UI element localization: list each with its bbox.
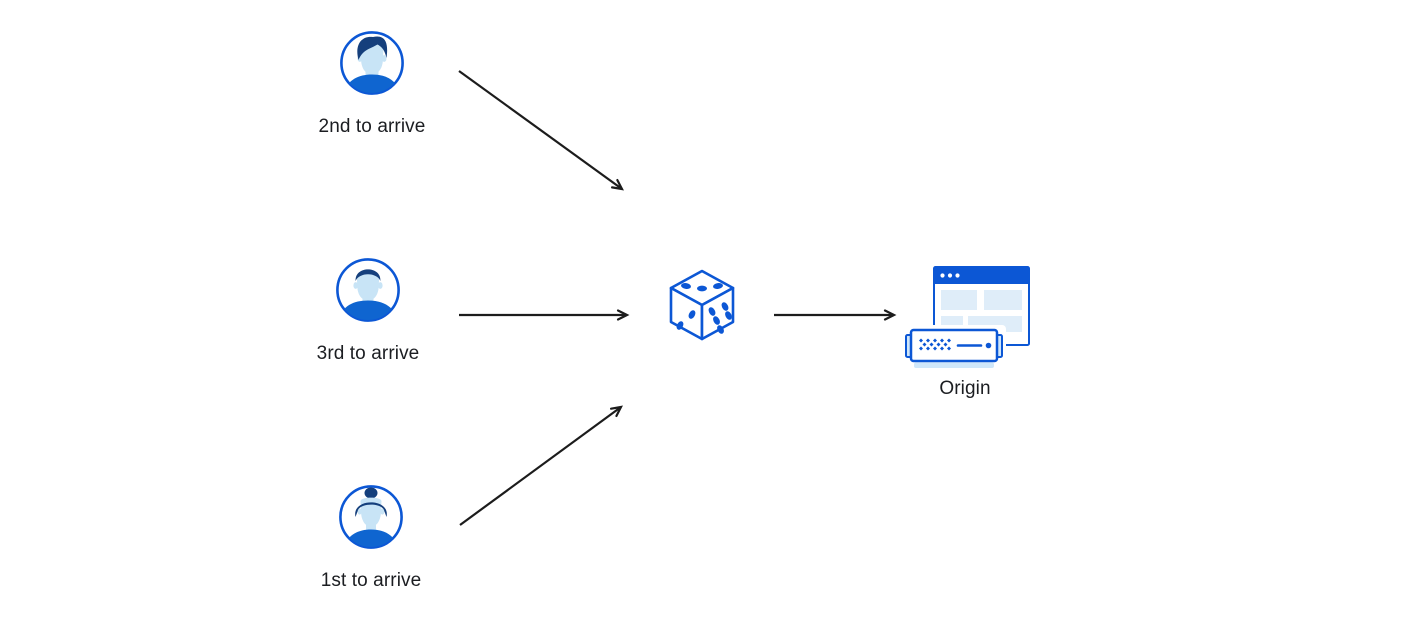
node-origin: Origin <box>895 260 1035 400</box>
avatar-man-short-hair-icon <box>335 257 401 323</box>
arrow-1st-to-dice <box>459 405 623 526</box>
node-visitor-1st: 1st to arrive <box>307 484 435 592</box>
avatar-woman-bun-icon <box>338 484 404 550</box>
arrow-2nd-to-dice <box>458 70 624 191</box>
avatar-man-swept-hair-icon <box>339 30 405 96</box>
origin-server-icon <box>898 260 1033 370</box>
origin-label: Origin <box>939 378 991 399</box>
visitor-2nd-label: 2nd to arrive <box>318 116 426 137</box>
node-visitor-2nd: 2nd to arrive <box>308 30 436 138</box>
dice-icon <box>667 268 737 352</box>
node-randomizer <box>667 268 737 352</box>
visitor-1st-label: 1st to arrive <box>320 570 422 591</box>
visitor-3rd-label: 3rd to arrive <box>316 343 420 364</box>
node-visitor-3rd: 3rd to arrive <box>304 257 432 365</box>
server-icon <box>903 325 1006 368</box>
